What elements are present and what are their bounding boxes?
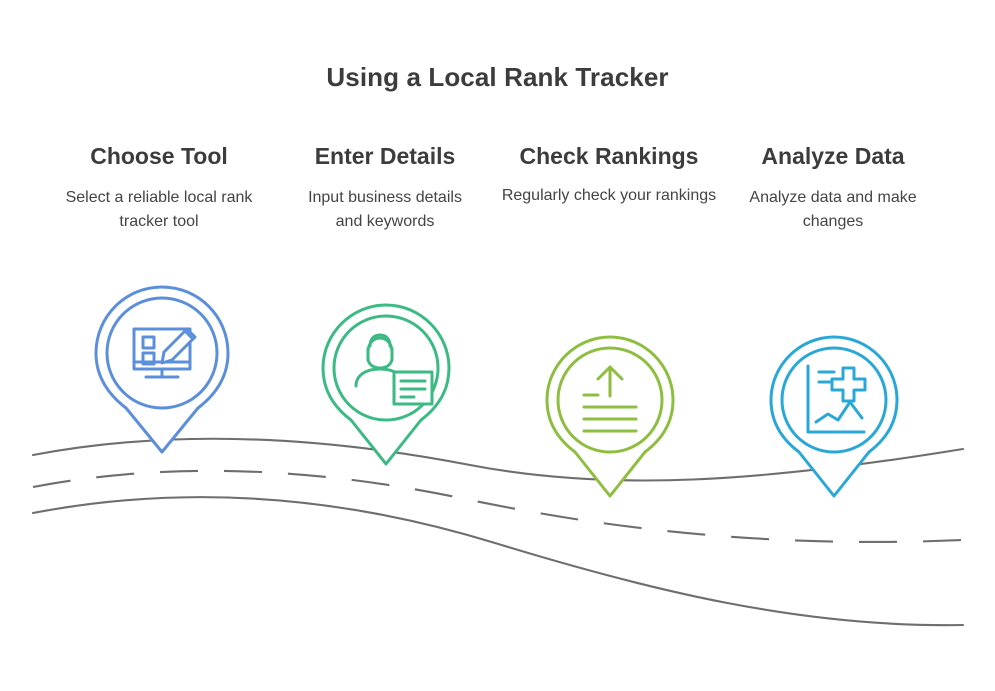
step-4-description: Analyze data and make changes	[749, 189, 917, 230]
pin-inner-ring	[332, 314, 440, 422]
line-chart-plus-icon	[806, 364, 867, 434]
step-2: Enter Details Input business details and…	[273, 140, 497, 234]
step-4: Analyze Data Analyze data and make chang…	[721, 140, 945, 234]
step-3-heading: Check Rankings	[519, 143, 699, 169]
road-bottom-edge	[31, 496, 965, 627]
map-pin-step-4[interactable]	[766, 334, 902, 500]
step-3-description: Regularly check your rankings	[501, 187, 717, 204]
pin-outer-outline	[545, 335, 675, 498]
road-dashed-center-line	[32, 469, 964, 544]
monitor-pencil-icon	[132, 327, 197, 379]
step-2-heading: Enter Details	[314, 143, 456, 169]
map-pin-step-2[interactable]	[318, 302, 454, 468]
pin-outer-outline	[321, 303, 451, 466]
step-4-heading: Analyze Data	[761, 143, 905, 169]
person-document-icon	[354, 333, 434, 406]
pin-inner-ring	[556, 346, 664, 454]
pin-inner-ring	[780, 346, 888, 454]
road-top-edge	[31, 437, 965, 482]
step-1: Choose Tool Select a reliable local rank…	[47, 140, 271, 234]
step-1-description: Select a reliable local rank tracker too…	[65, 189, 253, 230]
pin-inner-ring	[105, 296, 219, 410]
step-3: Check Rankings Regularly check your rank…	[497, 140, 721, 208]
page-title: Using a Local Rank Tracker	[326, 62, 669, 92]
map-pin-step-3[interactable]	[542, 334, 678, 500]
step-2-description: Input business details and keywords	[308, 189, 462, 230]
upward-arrow-lines-icon	[582, 365, 638, 433]
map-pin-step-1[interactable]	[90, 284, 234, 456]
step-1-heading: Choose Tool	[90, 143, 228, 169]
